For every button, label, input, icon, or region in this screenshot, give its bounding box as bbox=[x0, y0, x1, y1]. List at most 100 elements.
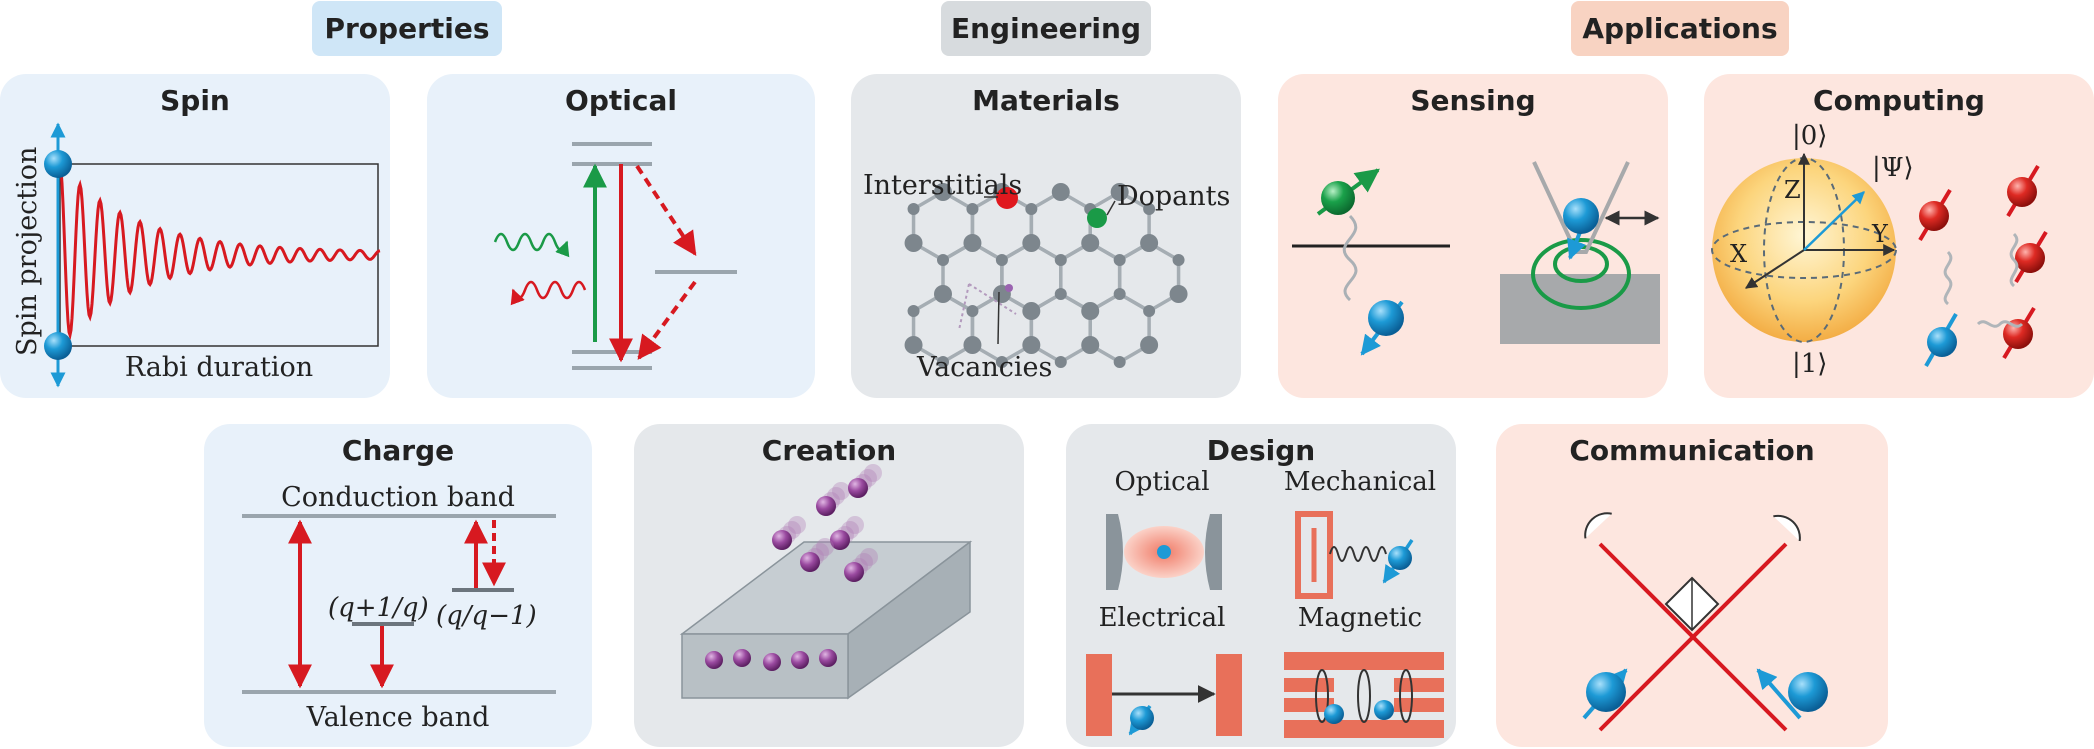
lattice-atom bbox=[1022, 336, 1041, 354]
lattice-atom bbox=[1054, 356, 1067, 368]
blue-spin bbox=[1368, 300, 1404, 336]
panel-title-spin: Spin bbox=[160, 84, 230, 117]
interstitial-atom bbox=[996, 187, 1018, 209]
lattice-atom bbox=[1081, 234, 1100, 252]
axis-x: X bbox=[1730, 240, 1747, 268]
implanted-ion bbox=[791, 651, 809, 669]
spin-down-ball bbox=[44, 332, 72, 360]
panel-optical: Optical bbox=[427, 74, 815, 398]
dopant-ion bbox=[830, 530, 850, 550]
header-engineering: Engineering bbox=[941, 1, 1151, 56]
lattice-atom bbox=[1054, 254, 1067, 266]
panel-sensing: Sensing bbox=[1278, 74, 1668, 398]
materials-lattice: Interstitials Dopants Vacancies bbox=[863, 170, 1230, 383]
panel-communication: Communication bbox=[1496, 424, 1888, 747]
axis-z: Z bbox=[1784, 176, 1801, 204]
design-optical-label: Optical bbox=[1114, 467, 1209, 497]
spin-ylabel: Spin projection bbox=[12, 147, 43, 356]
design-mechanical-label: Mechanical bbox=[1284, 467, 1436, 497]
lattice-atom bbox=[1143, 305, 1156, 317]
valence-band-label: Valence band bbox=[306, 702, 490, 733]
level-q-plus-label: (q+1/q) bbox=[328, 593, 429, 623]
lattice-atom bbox=[907, 305, 920, 317]
lattice-atom bbox=[995, 254, 1008, 266]
lattice-atom bbox=[1054, 288, 1067, 300]
lattice-atom bbox=[1140, 234, 1159, 252]
lattice-atom bbox=[1025, 203, 1038, 215]
implanted-ion bbox=[819, 649, 837, 667]
header-properties: Properties bbox=[312, 1, 502, 56]
panel-creation: Creation bbox=[634, 424, 1024, 747]
label-vacancies: Vacancies bbox=[916, 352, 1052, 383]
qubit-red bbox=[1919, 201, 1949, 231]
rabi-oscillation bbox=[58, 163, 381, 341]
lattice-atom bbox=[907, 203, 920, 215]
implanted-ion bbox=[763, 653, 781, 671]
panel-spin: Spin projection Rabi duration Spin bbox=[0, 74, 390, 398]
lattice-atom bbox=[1081, 302, 1100, 320]
lattice-atom bbox=[904, 336, 923, 354]
charge-diagram: Conduction band Valence band (q+1/q) (q/… bbox=[242, 482, 556, 733]
lattice-atom bbox=[1110, 183, 1129, 201]
panel-title-design: Design bbox=[1206, 434, 1316, 467]
design-magnetic-label: Magnetic bbox=[1298, 603, 1422, 633]
qubit-red bbox=[2015, 243, 2045, 273]
conduction-band-label: Conduction band bbox=[281, 482, 515, 513]
dopant-ion bbox=[816, 496, 836, 516]
creation-diagram bbox=[679, 464, 973, 700]
label-interstitials: Interstitials bbox=[863, 170, 1022, 201]
design-electrical-label: Electrical bbox=[1099, 603, 1226, 633]
green-spin bbox=[1321, 181, 1355, 215]
lattice-atom bbox=[1140, 336, 1159, 354]
lattice-atom bbox=[963, 234, 982, 252]
qubit-red bbox=[2007, 177, 2037, 207]
ket0: |0⟩ bbox=[1792, 121, 1827, 151]
dopant-atom bbox=[1087, 208, 1107, 228]
lattice-atom bbox=[1113, 288, 1126, 300]
lattice-atom bbox=[1113, 254, 1126, 266]
lattice-atom bbox=[963, 336, 982, 354]
lattice-atom bbox=[937, 356, 949, 368]
communication-diagram bbox=[1582, 512, 1828, 732]
implanted-ion bbox=[705, 651, 723, 669]
dopant-ion bbox=[772, 530, 792, 550]
optical-diagram bbox=[493, 142, 737, 370]
lattice-atom bbox=[1172, 254, 1185, 266]
lattice-atom bbox=[1143, 203, 1156, 215]
lattice-atom bbox=[1081, 336, 1100, 354]
lattice-atom bbox=[1022, 234, 1041, 252]
panel-title-sensing: Sensing bbox=[1410, 84, 1536, 117]
implanted-ion bbox=[733, 649, 751, 667]
dopant-ion bbox=[844, 562, 864, 582]
panel-materials: Interstitials Dopants Vacancies Material… bbox=[851, 74, 1241, 398]
design-diagram: Optical Mechanical Electrical Magnetic bbox=[1086, 467, 1444, 738]
vacancy-site bbox=[1005, 284, 1013, 292]
lattice-atom bbox=[966, 305, 979, 317]
tip-spin bbox=[1563, 198, 1599, 234]
panel-title-optical: Optical bbox=[565, 84, 677, 117]
panel-title-computing: Computing bbox=[1813, 84, 1985, 117]
panel-title-materials: Materials bbox=[972, 84, 1120, 117]
ket1: |1⟩ bbox=[1792, 349, 1827, 379]
computing-diagram: |0⟩ |1⟩ |Ψ⟩ Z X Y bbox=[1711, 121, 2048, 379]
panel-title-creation: Creation bbox=[761, 434, 897, 467]
lattice-atom bbox=[1022, 302, 1041, 320]
spin-up-ball bbox=[44, 150, 72, 178]
axis-y: Y bbox=[1871, 220, 1889, 248]
lattice-atom bbox=[966, 203, 979, 215]
lattice-atom bbox=[934, 285, 952, 303]
panel-computing: |0⟩ |1⟩ |Ψ⟩ Z X Y Computing bbox=[1704, 74, 2094, 398]
lattice-atom bbox=[995, 356, 1008, 368]
lattice-atom bbox=[1051, 183, 1070, 201]
lattice-atom bbox=[904, 234, 923, 252]
panel-title-charge: Charge bbox=[341, 434, 455, 467]
psi: |Ψ⟩ bbox=[1872, 153, 1914, 183]
lattice-atom bbox=[1113, 356, 1126, 368]
sensing-diagram bbox=[1292, 161, 1660, 356]
spin-xlabel: Rabi duration bbox=[125, 352, 313, 383]
level-q-minus-label: (q/q−1) bbox=[436, 601, 537, 631]
panel-charge: Conduction band Valence band (q+1/q) (q/… bbox=[204, 424, 592, 747]
lattice-atom bbox=[937, 254, 949, 266]
qubit-blue bbox=[1927, 327, 1957, 357]
lattice-atom bbox=[934, 183, 952, 201]
